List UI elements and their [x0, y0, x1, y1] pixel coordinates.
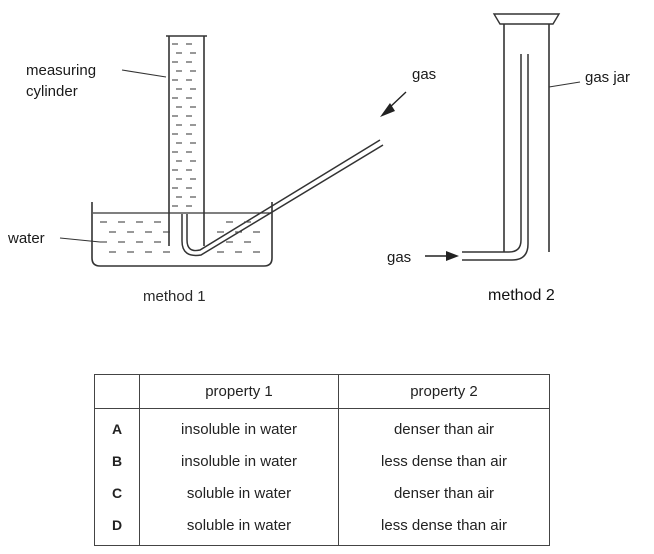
option-key: C	[94, 477, 140, 509]
option-property-1: soluble in water	[139, 509, 339, 546]
water-trough	[91, 202, 273, 267]
water-label: water	[7, 230, 45, 247]
method-2-caption: method 2	[488, 287, 555, 304]
option-property-2: less dense than air	[338, 509, 550, 546]
measuring-cylinder-pointer	[121, 69, 167, 78]
delivery-tube-2	[462, 54, 529, 261]
method-1-caption: method 1	[143, 288, 206, 305]
option-key: D	[94, 509, 140, 546]
table-row: D soluble in water less dense than air	[94, 509, 550, 546]
option-key: A	[94, 408, 140, 445]
options-table: property 1 property 2 A insoluble in wat…	[94, 374, 550, 546]
option-property-2: less dense than air	[338, 445, 550, 477]
table-row: B insoluble in water less dense than air	[94, 445, 550, 477]
gas-inlet-arrow-2	[425, 251, 459, 261]
option-key: B	[94, 445, 140, 477]
table-header-property-1: property 1	[139, 374, 339, 409]
table-header-property-2: property 2	[338, 374, 550, 409]
gas-jar	[492, 13, 561, 252]
option-property-2: denser than air	[338, 408, 550, 445]
delivery-tube	[181, 139, 384, 257]
method-2-apparatus	[462, 13, 581, 261]
table-header-row: property 1 property 2	[94, 374, 550, 409]
option-property-1: insoluble in water	[139, 408, 339, 445]
water-pointer	[59, 237, 101, 243]
option-property-1: insoluble in water	[139, 445, 339, 477]
option-property-2: denser than air	[338, 477, 550, 509]
gas-label-method-2: gas	[387, 249, 411, 266]
cylinder-label: cylinder	[26, 83, 78, 100]
measuring-cylinder	[166, 35, 207, 246]
gas-inlet-arrow-1	[380, 91, 407, 117]
table-row: A insoluble in water denser than air	[94, 408, 550, 445]
method-1-apparatus	[59, 35, 384, 267]
option-property-1: soluble in water	[139, 477, 339, 509]
gas-label-method-1: gas	[412, 66, 436, 83]
cylinder-water-dashes	[172, 43, 196, 207]
gas-jar-pointer	[548, 81, 581, 88]
measuring-label: measuring	[26, 62, 96, 79]
gas-jar-label: gas jar	[585, 69, 630, 86]
table-header-key	[94, 374, 140, 409]
trough-water-dashes	[100, 221, 260, 253]
table-row: C soluble in water denser than air	[94, 477, 550, 509]
